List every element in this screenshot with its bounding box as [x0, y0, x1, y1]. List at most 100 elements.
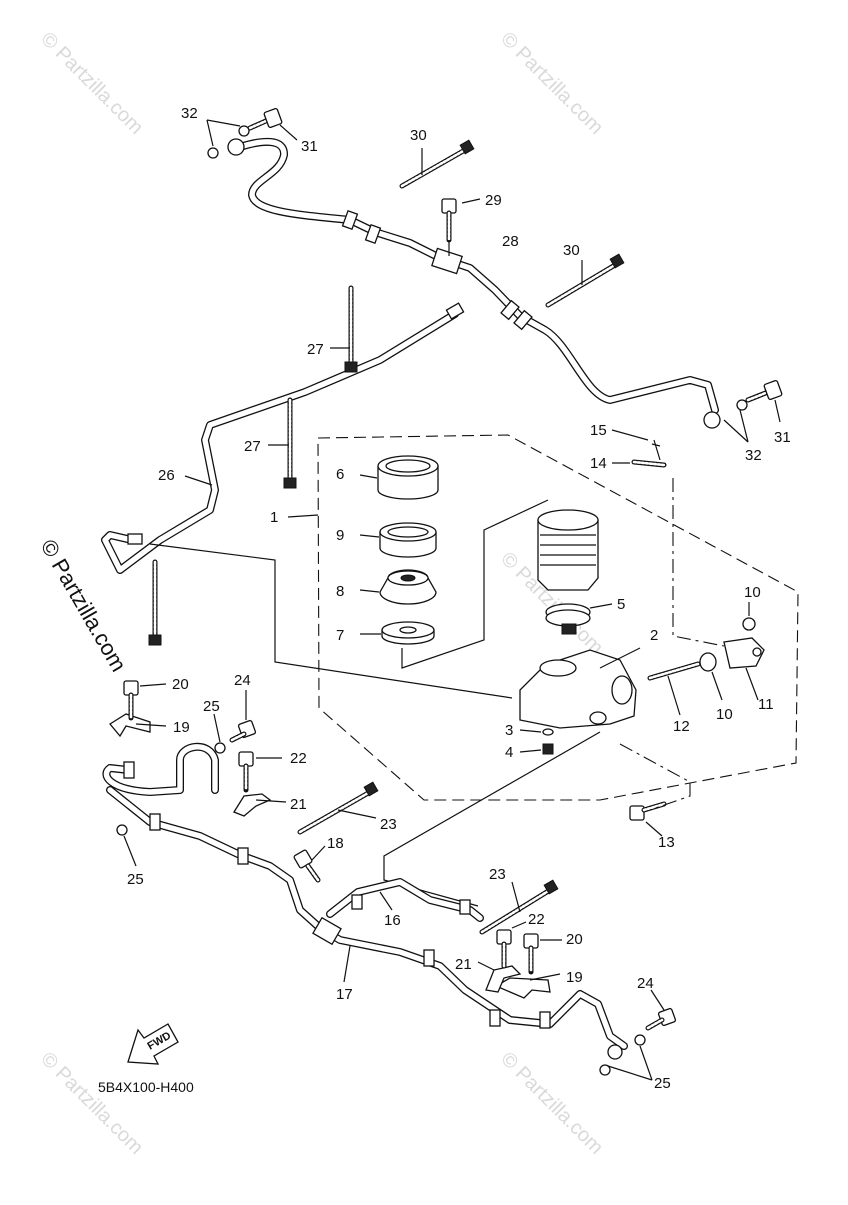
callout-17: 17 — [336, 986, 353, 1003]
callout-24-right: 24 — [637, 975, 654, 992]
callout-24-left: 24 — [234, 672, 251, 689]
cable-tie-23-right — [479, 879, 559, 935]
callout-14: 14 — [590, 455, 607, 472]
bolt-22-left — [238, 751, 282, 793]
callout-32-top: 32 — [181, 105, 198, 122]
callout-29: 29 — [485, 192, 502, 209]
callout-23-right: 23 — [489, 866, 506, 883]
callout-22-right: 22 — [528, 911, 545, 928]
pipe-to-cylinder-line — [149, 543, 513, 699]
callout-25-right: 25 — [654, 1075, 671, 1092]
cylinder-to-lower-line — [383, 731, 601, 907]
screw-3-4 — [519, 728, 554, 755]
bolt-20-left — [123, 680, 167, 721]
clamp-19-left — [109, 713, 167, 738]
long-bolt-27-left — [148, 559, 162, 646]
pin-14 — [612, 459, 667, 468]
callout-30-right: 30 — [563, 242, 580, 259]
reservoir-bracket-line — [401, 499, 549, 669]
callout-11: 11 — [758, 696, 774, 713]
callout-4: 4 — [505, 744, 513, 761]
bolt-31-right — [723, 380, 783, 443]
pipe-26 — [101, 302, 465, 574]
callout-15: 15 — [590, 422, 607, 439]
long-bolt-27-mid — [268, 397, 297, 489]
bolt-20-right — [523, 933, 562, 975]
diagram-code: 5B4X100-H400 — [98, 1079, 194, 1095]
callout-10-top: 10 — [744, 584, 761, 601]
callout-18: 18 — [327, 835, 344, 852]
diaphragm-8 — [359, 569, 437, 605]
bolt-29 — [441, 198, 481, 256]
callout-21-right: 21 — [455, 956, 472, 973]
callout-32-right: 32 — [745, 447, 762, 464]
callout-3: 3 — [505, 722, 513, 739]
bolt-31-top — [206, 108, 298, 159]
pipe-16 — [326, 878, 484, 922]
callout-27-left: 27 — [244, 438, 261, 455]
callout-22-left: 22 — [290, 750, 307, 767]
callout-6: 6 — [336, 466, 344, 483]
bolt-13 — [629, 801, 667, 837]
callout-12: 12 — [673, 718, 690, 735]
watermark-bottom-left: © Partzilla.com — [36, 1048, 147, 1159]
callout-13: 13 — [658, 834, 675, 851]
bracket-21-left — [233, 793, 287, 817]
clip-15 — [611, 429, 661, 461]
callout-21-left: 21 — [290, 796, 307, 813]
callout-28: 28 — [502, 233, 519, 250]
callout-26: 26 — [158, 467, 175, 484]
assembly-outline — [317, 434, 799, 801]
reservoir-body — [537, 509, 599, 591]
clamp-5 — [545, 603, 613, 635]
watermark-top-left: © Partzilla.com — [36, 28, 147, 139]
float-7 — [360, 621, 435, 645]
watermark-bottom-right: © Partzilla.com — [496, 1048, 607, 1159]
pushrod-12 — [647, 661, 701, 716]
plate-9 — [359, 522, 437, 558]
cable-tie-23-left — [297, 781, 379, 835]
bolt-24-right — [645, 989, 677, 1031]
callout-19-left: 19 — [173, 719, 190, 736]
callout-2: 2 — [650, 627, 658, 644]
callout-25-left: 25 — [127, 871, 144, 888]
cap-6 — [359, 455, 439, 500]
clevis-11 — [723, 637, 765, 701]
washer-25 — [116, 713, 653, 1081]
callout-30-top: 30 — [410, 127, 427, 144]
bracket-21-right — [477, 961, 522, 993]
callout-8: 8 — [336, 583, 344, 600]
bolt-13-line — [619, 743, 691, 811]
long-bolt-27-top — [330, 285, 358, 373]
callout-20-left: 20 — [172, 676, 189, 693]
callout-1: 1 — [270, 509, 278, 526]
callout-5: 5 — [617, 596, 625, 613]
clamp-19-right — [494, 973, 561, 999]
lower-hose-17 — [102, 742, 628, 1060]
nut-10 — [699, 602, 756, 701]
bolt-22-right — [496, 921, 527, 969]
callout-10-bottom: 10 — [716, 706, 733, 723]
callout-7: 7 — [336, 627, 344, 644]
bolt-18 — [293, 845, 326, 883]
cable-tie-30-top — [399, 139, 475, 189]
callout-31-right: 31 — [774, 429, 791, 446]
callout-25-top: 25 — [203, 698, 220, 715]
fwd-arrow-icon: FWD — [127, 1023, 179, 1065]
bolt-24-left — [229, 690, 257, 743]
callout-9: 9 — [336, 527, 344, 544]
callout-27-top: 27 — [307, 341, 324, 358]
upper-hose-28 — [227, 137, 721, 429]
callout-16: 16 — [384, 912, 401, 929]
master-cylinder-2 — [519, 647, 641, 729]
callout-20-right: 20 — [566, 931, 583, 948]
cable-tie-30-right — [545, 253, 625, 308]
callout-23-left: 23 — [380, 816, 397, 833]
callout-19-right: 19 — [566, 969, 583, 986]
callout-labels: 1 2 3 4 5 6 7 8 9 10 10 11 12 13 14 15 1… — [127, 105, 791, 1092]
watermark-top-right: © Partzilla.com — [496, 28, 607, 139]
leader-1 — [287, 514, 319, 518]
clevis-pin-line — [672, 478, 725, 647]
